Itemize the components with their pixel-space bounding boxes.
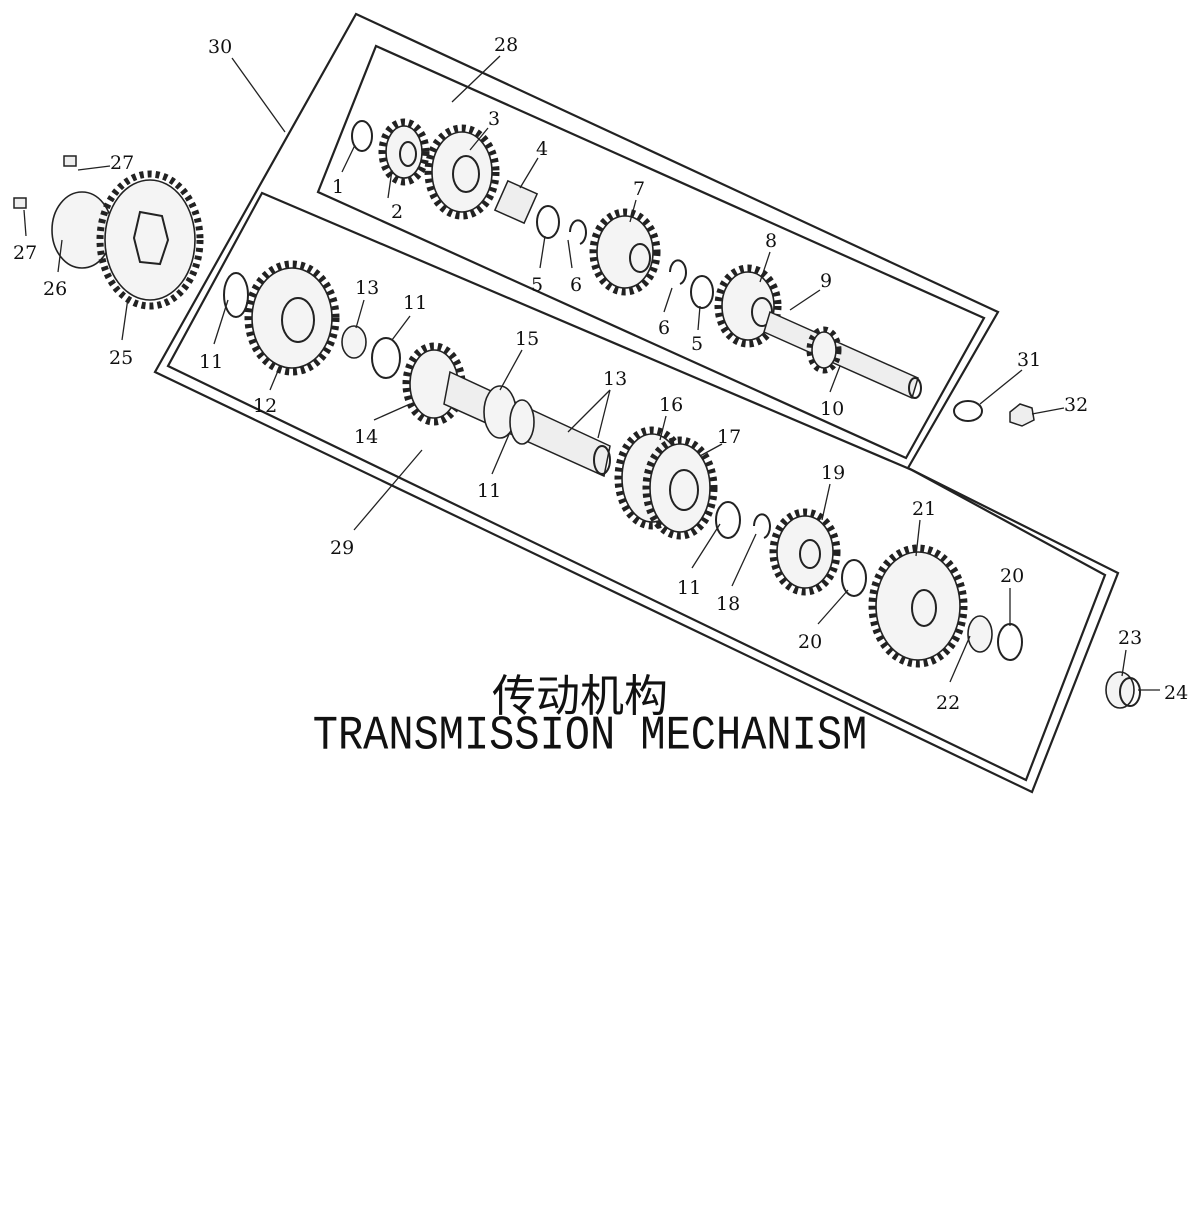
frame-30-assembly	[153, 12, 1120, 794]
callout-13: 13	[603, 368, 627, 390]
callout-11: 11	[199, 351, 223, 373]
callout-21: 21	[912, 498, 936, 520]
counter-shaft-parts	[223, 260, 1141, 709]
callout-7: 7	[633, 178, 645, 200]
callout-13: 13	[355, 277, 379, 299]
callout-24: 24	[1164, 682, 1188, 704]
callout-6: 6	[570, 274, 582, 296]
callout-6: 6	[658, 317, 670, 339]
callout-27: 27	[13, 242, 37, 264]
callout-30: 30	[208, 36, 232, 58]
callout-31: 31	[1017, 349, 1041, 371]
callout-27: 27	[110, 152, 134, 174]
callout-23: 23	[1118, 627, 1142, 649]
callout-2: 2	[391, 201, 403, 223]
frame-29-counter-shaft	[166, 191, 1107, 782]
callout-12: 12	[253, 395, 277, 417]
callout-11: 11	[677, 577, 701, 599]
callout-19: 19	[821, 462, 845, 484]
callout-4: 4	[536, 138, 548, 160]
callout-9: 9	[820, 270, 832, 292]
callout-16: 16	[659, 394, 683, 416]
title-english: TRANSMISSION MECHANISM	[312, 708, 868, 764]
callout-15: 15	[515, 328, 539, 350]
callout-20: 20	[1000, 565, 1024, 587]
callout-28: 28	[494, 34, 518, 56]
callout-17: 17	[717, 426, 741, 448]
callout-11: 11	[477, 480, 501, 502]
callout-22: 22	[936, 692, 960, 714]
frame-28-main-shaft	[316, 44, 986, 460]
callout-20: 20	[798, 631, 822, 653]
callout-14: 14	[354, 426, 378, 448]
sprocket-group	[13, 155, 204, 310]
callout-32: 32	[1064, 394, 1088, 416]
callout-1: 1	[332, 176, 344, 198]
callout-25: 25	[109, 347, 133, 369]
main-shaft-parts	[351, 118, 922, 400]
leader-lines	[23, 55, 1160, 691]
callout-labels: 30 28 1 2 3 4 5 6 7 8 9 6 5 10 27 27 26 …	[13, 34, 1188, 714]
callout-26: 26	[43, 278, 67, 300]
callout-10: 10	[820, 398, 844, 420]
title-chinese: 传动机构	[492, 671, 668, 722]
callout-8: 8	[765, 230, 777, 252]
callout-3: 3	[488, 108, 500, 130]
callout-18: 18	[716, 593, 740, 615]
callout-5: 5	[691, 333, 703, 355]
callout-5: 5	[531, 274, 543, 296]
callout-29: 29	[330, 537, 354, 559]
callout-11: 11	[403, 292, 427, 314]
